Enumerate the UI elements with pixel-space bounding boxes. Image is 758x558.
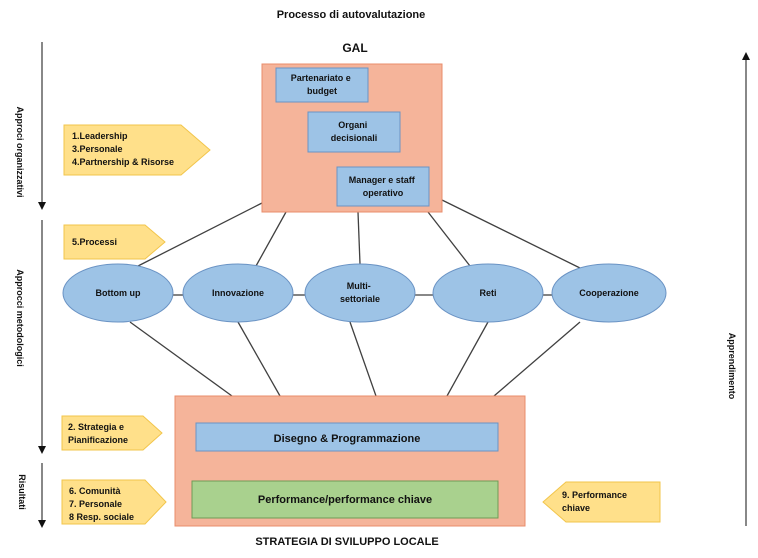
criteria-arrow-3: 2. Strategia e Pianificazione <box>61 415 163 451</box>
gal-box-manager-line1: Manager e staff <box>349 175 416 185</box>
principle-cooperazione-label: Cooperazione <box>579 288 639 298</box>
principle-bottom-up: Bottom up <box>62 263 174 323</box>
svg-text:9. Performance chiave: 9. Performance chiave <box>562 490 630 513</box>
gal-box-organi: Organi decisionali <box>307 111 401 153</box>
criteria-4-line1: 6. Comunità <box>69 486 121 496</box>
gal-to-bottom-up <box>137 202 263 267</box>
gal-box-partenariato: Partenariato e budget <box>275 67 369 103</box>
svg-text:Cooperazione: Cooperazione <box>579 288 639 298</box>
methodological-label: Approcci metodologici <box>15 269 25 367</box>
results-label: Risultati <box>17 474 27 510</box>
design-programming-box: Disegno & Programmazione <box>195 422 499 452</box>
cooperazione-to-strategy <box>493 321 581 397</box>
innovazione-to-strategy <box>237 321 281 397</box>
connector-lines <box>129 199 581 397</box>
svg-text:Manager e staff operativ: Manager e staff operativo <box>349 175 418 198</box>
criteria-arrow-2: 5.Processi <box>63 224 166 260</box>
principle-innovazione: Innovazione <box>182 263 294 323</box>
svg-text:5.Processi: 5.Processi <box>72 237 117 247</box>
criteria-5-line1: 9. Performance <box>562 490 627 500</box>
criteria-3-line2: Pianificazione <box>68 435 128 445</box>
organizational-label: Approci organizzativi <box>15 106 25 197</box>
learning-label: Apprendimento <box>727 333 737 400</box>
performance-box: Performance/performance chiave <box>191 480 499 519</box>
principle-multisettoriale-line1: Multi- <box>347 281 371 291</box>
multisettoriale-to-strategy <box>349 321 377 397</box>
criteria-1-line1: 1.Leadership <box>72 131 128 141</box>
strategy-label: STRATEGIA DI SVILUPPO LOCALE <box>255 536 438 548</box>
reti-to-strategy <box>446 321 489 397</box>
svg-text:Innovazione: Innovazione <box>212 288 264 298</box>
gal-box-partenariato-line2: budget <box>307 86 337 96</box>
gal-label: GAL <box>342 41 367 55</box>
gal-box-manager: Manager e staff operativo <box>336 166 430 207</box>
svg-text:Reti: Reti <box>479 288 496 298</box>
svg-text:1.Leadership 3.Personale: 1.Leadership 3.Personale 4.Partnership &… <box>72 131 174 167</box>
svg-text:Bottom up: Bottom up <box>96 288 141 298</box>
svg-text:Organi decisionali: Organi decisionali <box>331 120 378 143</box>
principle-reti-label: Reti <box>479 288 496 298</box>
principle-innovazione-label: Innovazione <box>212 288 264 298</box>
criteria-arrow-5: 9. Performance chiave <box>542 481 661 523</box>
criteria-4-line2: 7. Personale <box>69 499 122 509</box>
svg-text:6. Comunità 7. Personale: 6. Comunità 7. Personale 8 Resp. sociale <box>69 486 134 522</box>
criteria-2-line1: 5.Processi <box>72 237 117 247</box>
principle-reti: Reti <box>432 263 544 323</box>
gal-box-manager-line2: operativo <box>363 188 404 198</box>
principle-multisettoriale: Multi- settoriale <box>304 263 416 323</box>
criteria-3-line1: 2. Strategia e <box>68 422 124 432</box>
criteria-arrow-4: 6. Comunità 7. Personale 8 Resp. sociale <box>61 479 167 525</box>
gal-to-multisettoriale <box>357 211 361 265</box>
gal-box-partenariato-line1: Partenariato e <box>291 73 351 83</box>
principle-cooperazione: Cooperazione <box>551 263 667 323</box>
gal-box-organi-line2: decisionali <box>331 133 378 143</box>
criteria-1-line3: 4.Partnership & Risorse <box>72 157 174 167</box>
gal-to-innovazione <box>255 211 287 267</box>
design-programming-label: Disegno & Programmazione <box>274 433 421 445</box>
gal-to-reti <box>427 211 471 267</box>
page-title: Processo di autovalutazione <box>277 9 426 21</box>
principle-bottom-up-label: Bottom up <box>96 288 141 298</box>
criteria-arrow-1: 1.Leadership 3.Personale 4.Partnership &… <box>63 124 211 176</box>
svg-text:Partenariato e budget: Partenariato e budget <box>291 73 354 96</box>
criteria-4-line3: 8 Resp. sociale <box>69 512 134 522</box>
bottom-up-to-strategy <box>129 321 233 397</box>
principle-multisettoriale-line2: settoriale <box>340 294 380 304</box>
criteria-5-line2: chiave <box>562 503 590 513</box>
gal-to-cooperazione <box>441 199 581 269</box>
svg-text:2. Strategia e Pianifica: 2. Strategia e Pianificazione <box>68 422 128 445</box>
gal-box-organi-line1: Organi <box>338 120 367 130</box>
performance-label: Performance/performance chiave <box>258 494 432 506</box>
svg-text:Multi- settoriale: Multi- settoriale <box>340 281 380 304</box>
criteria-1-line2: 3.Personale <box>72 144 123 154</box>
